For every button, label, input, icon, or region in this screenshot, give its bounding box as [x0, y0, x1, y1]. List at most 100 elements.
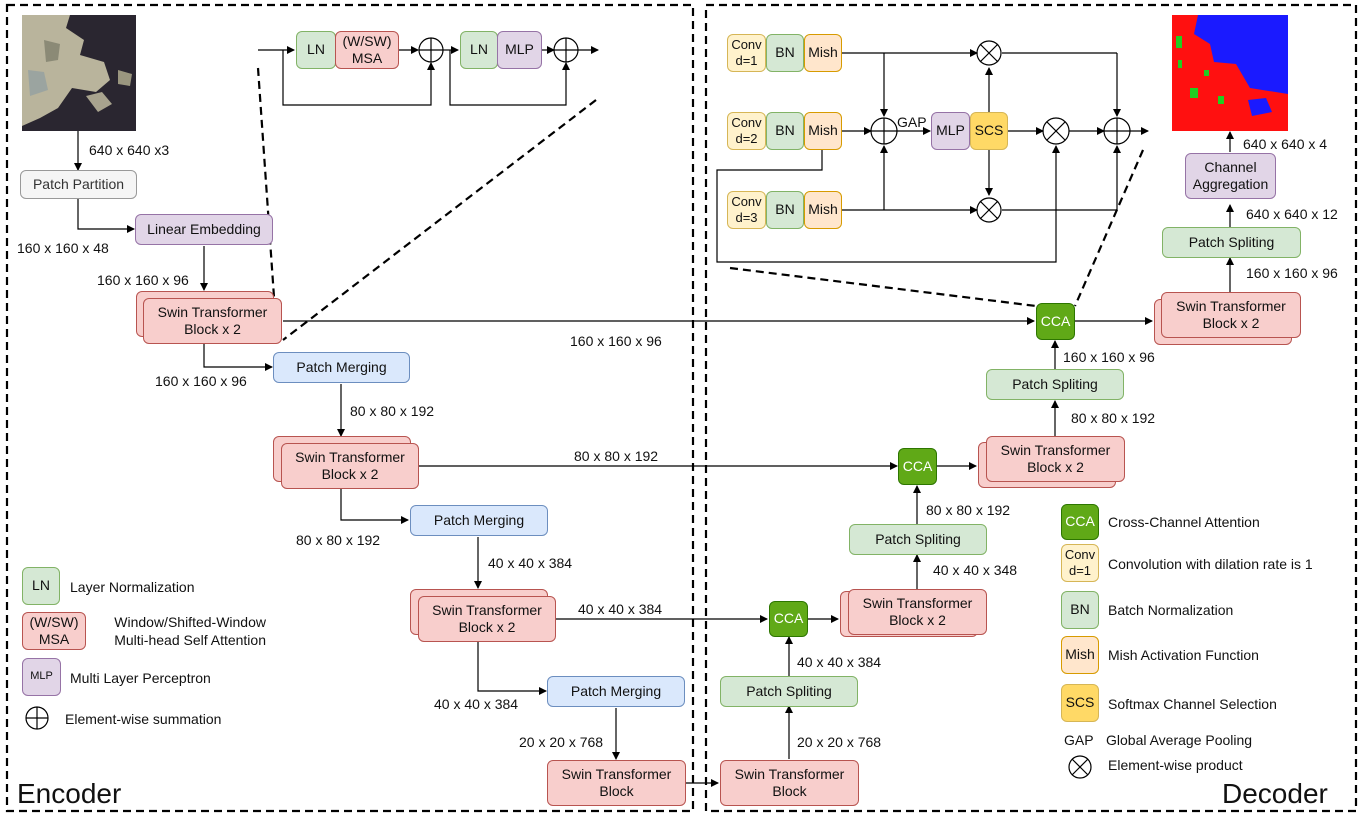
- detail-mish-2: Mish: [804, 112, 842, 150]
- patch-merging-1-label: Patch Merging: [296, 358, 387, 375]
- patch-merging-1: Patch Merging: [273, 352, 410, 383]
- decoder-swin-block-3: Swin Transformer Block x 2: [848, 589, 987, 635]
- detail-conv-d2-label: Conv d=2: [731, 115, 762, 146]
- dim-stage3-out: 40 x 40 x 384: [434, 696, 519, 712]
- linear-embedding-label: Linear Embedding: [147, 220, 261, 237]
- dim-ps3-out: 160 x 160 x 96: [1063, 349, 1155, 365]
- decoder-swin-block-2: Swin Transformer Block x 2: [986, 436, 1125, 482]
- sum-node-1: [418, 37, 444, 63]
- decoder-swin-block-bottleneck: Swin Transformer Block: [720, 760, 859, 806]
- dim-input: 640 x 640 x3: [89, 142, 170, 158]
- detail-mish-3: Mish: [804, 191, 842, 229]
- patch-spliting-2-label: Patch Spliting: [875, 530, 961, 547]
- patch-partition-label: Patch Partition: [32, 175, 125, 192]
- dim-swin2-out: 80 x 80 x 192: [1071, 410, 1156, 426]
- detail-scs-label: SCS: [974, 122, 1004, 139]
- legend-conv-text: Convolution with dilation rate is 1: [1108, 556, 1313, 572]
- cca-3-label: CCA: [1040, 312, 1071, 329]
- product-node-2: [1042, 117, 1070, 145]
- patch-spliting-1: Patch Spliting: [720, 676, 858, 707]
- encoder-swin-block-3-label: Swin Transformer Block x 2: [432, 601, 542, 635]
- legend-conv-symbol: Conv d=1: [1061, 544, 1099, 582]
- legend-bn-text: Batch Normalization: [1108, 602, 1234, 618]
- cca-1-label: CCA: [773, 610, 804, 627]
- legend-msa-text: Window/Shifted-Window Multi-head Self At…: [114, 614, 266, 648]
- decoder-swin-block-2-label: Swin Transformer Block x 2: [1000, 441, 1111, 475]
- detail-bn-3: BN: [766, 191, 804, 229]
- detail-mlp: MLP: [497, 31, 542, 69]
- input-satellite-image: [22, 15, 136, 131]
- cca-1: CCA: [769, 601, 808, 637]
- sum-node-4: [1103, 117, 1131, 145]
- decoder-panel-border: [704, 3, 1358, 813]
- patch-spliting-1-label: Patch Spliting: [746, 682, 832, 699]
- detail-bn-1: BN: [766, 34, 804, 72]
- encoder-swin-block-4-label: Swin Transformer Block: [561, 765, 672, 799]
- dim-after-embedding: 160 x 160 x 96: [97, 272, 189, 288]
- dim-skip2: 80 x 80 x 192: [574, 448, 659, 464]
- dim-merge1-out: 80 x 80 x 192: [350, 403, 435, 419]
- encoder-panel-border: [5, 3, 695, 813]
- detail-conv-d3-label: Conv d=3: [731, 194, 762, 225]
- cca-2-label: CCA: [902, 457, 933, 474]
- legend-conv-symbol-label: Conv d=1: [1064, 547, 1096, 578]
- legend-product-symbol: [1068, 755, 1092, 779]
- encoder-swin-block-3: Swin Transformer Block x 2: [418, 596, 556, 642]
- product-node-3: [976, 197, 1002, 223]
- dim-final: 640 x 640 x 4: [1243, 136, 1328, 152]
- legend-gap-text: Global Average Pooling: [1106, 732, 1253, 748]
- detail-conv-d3: Conv d=3: [727, 191, 766, 229]
- legend-scs-symbol: SCS: [1061, 684, 1099, 722]
- detail-mish-3-label: Mish: [808, 201, 838, 218]
- patch-spliting-3: Patch Spliting: [986, 369, 1124, 400]
- legend-mlp-symbol: MLP: [22, 658, 61, 696]
- legend-cca-text: Cross-Channel Attention: [1108, 514, 1260, 530]
- legend-bn-symbol: BN: [1061, 591, 1099, 629]
- product-node-1: [976, 40, 1002, 66]
- legend-sum-text: Element-wise summation: [65, 711, 222, 727]
- encoder-swin-block-4: Swin Transformer Block: [547, 760, 686, 806]
- dim-ps1-out: 40 x 40 x 384: [797, 654, 882, 670]
- sum-node-2: [553, 37, 579, 63]
- detail-msa: (W/SW) MSA: [335, 31, 399, 69]
- patch-spliting-4: Patch Spliting: [1162, 227, 1301, 258]
- decoder-swin-block-3-label: Swin Transformer Block x 2: [862, 594, 973, 628]
- detail-cca-mlp: MLP: [931, 112, 970, 150]
- legend-bn-symbol-label: BN: [1070, 601, 1090, 618]
- dim-ps2-out: 80 x 80 x 192: [926, 502, 1011, 518]
- encoder-swin-block-1: Swin Transformer Block x 2: [143, 298, 282, 344]
- patch-merging-2: Patch Merging: [410, 505, 548, 536]
- detail-ln-1: LN: [296, 31, 336, 69]
- dim-merge3-out: 20 x 20 x 768: [519, 734, 604, 750]
- dim-ps4-out: 640 x 640 x 12: [1246, 206, 1338, 222]
- dim-swin1-out: 160 x 160 x 96: [1246, 265, 1338, 281]
- detail-conv-d2: Conv d=2: [727, 112, 766, 150]
- legend-sum-symbol: [25, 706, 49, 730]
- linear-embedding-box: Linear Embedding: [135, 214, 273, 245]
- detail-cca-mlp-label: MLP: [936, 122, 965, 139]
- detail-conv-d1: Conv d=1: [727, 34, 766, 72]
- dim-skip3: 40 x 40 x 384: [578, 601, 663, 617]
- dim-swin3-out: 40 x 40 x 348: [933, 562, 1018, 578]
- channel-aggregation-box: Channel Aggregation: [1185, 153, 1276, 199]
- dim-stage2-out: 80 x 80 x 192: [296, 532, 381, 548]
- dim-after-partition: 160 x 160 x 48: [17, 240, 109, 256]
- legend-ln-symbol-label: LN: [32, 577, 50, 594]
- legend-msa-symbol-label: (W/SW) MSA: [29, 613, 79, 647]
- dim-ps1-in: 20 x 20 x 768: [797, 734, 882, 750]
- legend-mlp-text: Multi Layer Perceptron: [70, 670, 211, 686]
- patch-spliting-3-label: Patch Spliting: [1012, 375, 1098, 392]
- dim-merge2-out: 40 x 40 x 384: [488, 555, 573, 571]
- detail-bn-2: BN: [766, 112, 804, 150]
- legend-gap-symbol: GAP: [1064, 732, 1094, 748]
- cca-2: CCA: [898, 448, 937, 485]
- decoder-title: Decoder: [1222, 778, 1328, 809]
- detail-scs: SCS: [970, 112, 1008, 150]
- output-segmentation-image: [1172, 15, 1288, 131]
- detail-bn-3-label: BN: [775, 201, 795, 218]
- legend-scs-symbol-label: SCS: [1065, 694, 1095, 711]
- legend-ln-text: Layer Normalization: [70, 579, 195, 595]
- patch-spliting-4-label: Patch Spliting: [1188, 233, 1275, 250]
